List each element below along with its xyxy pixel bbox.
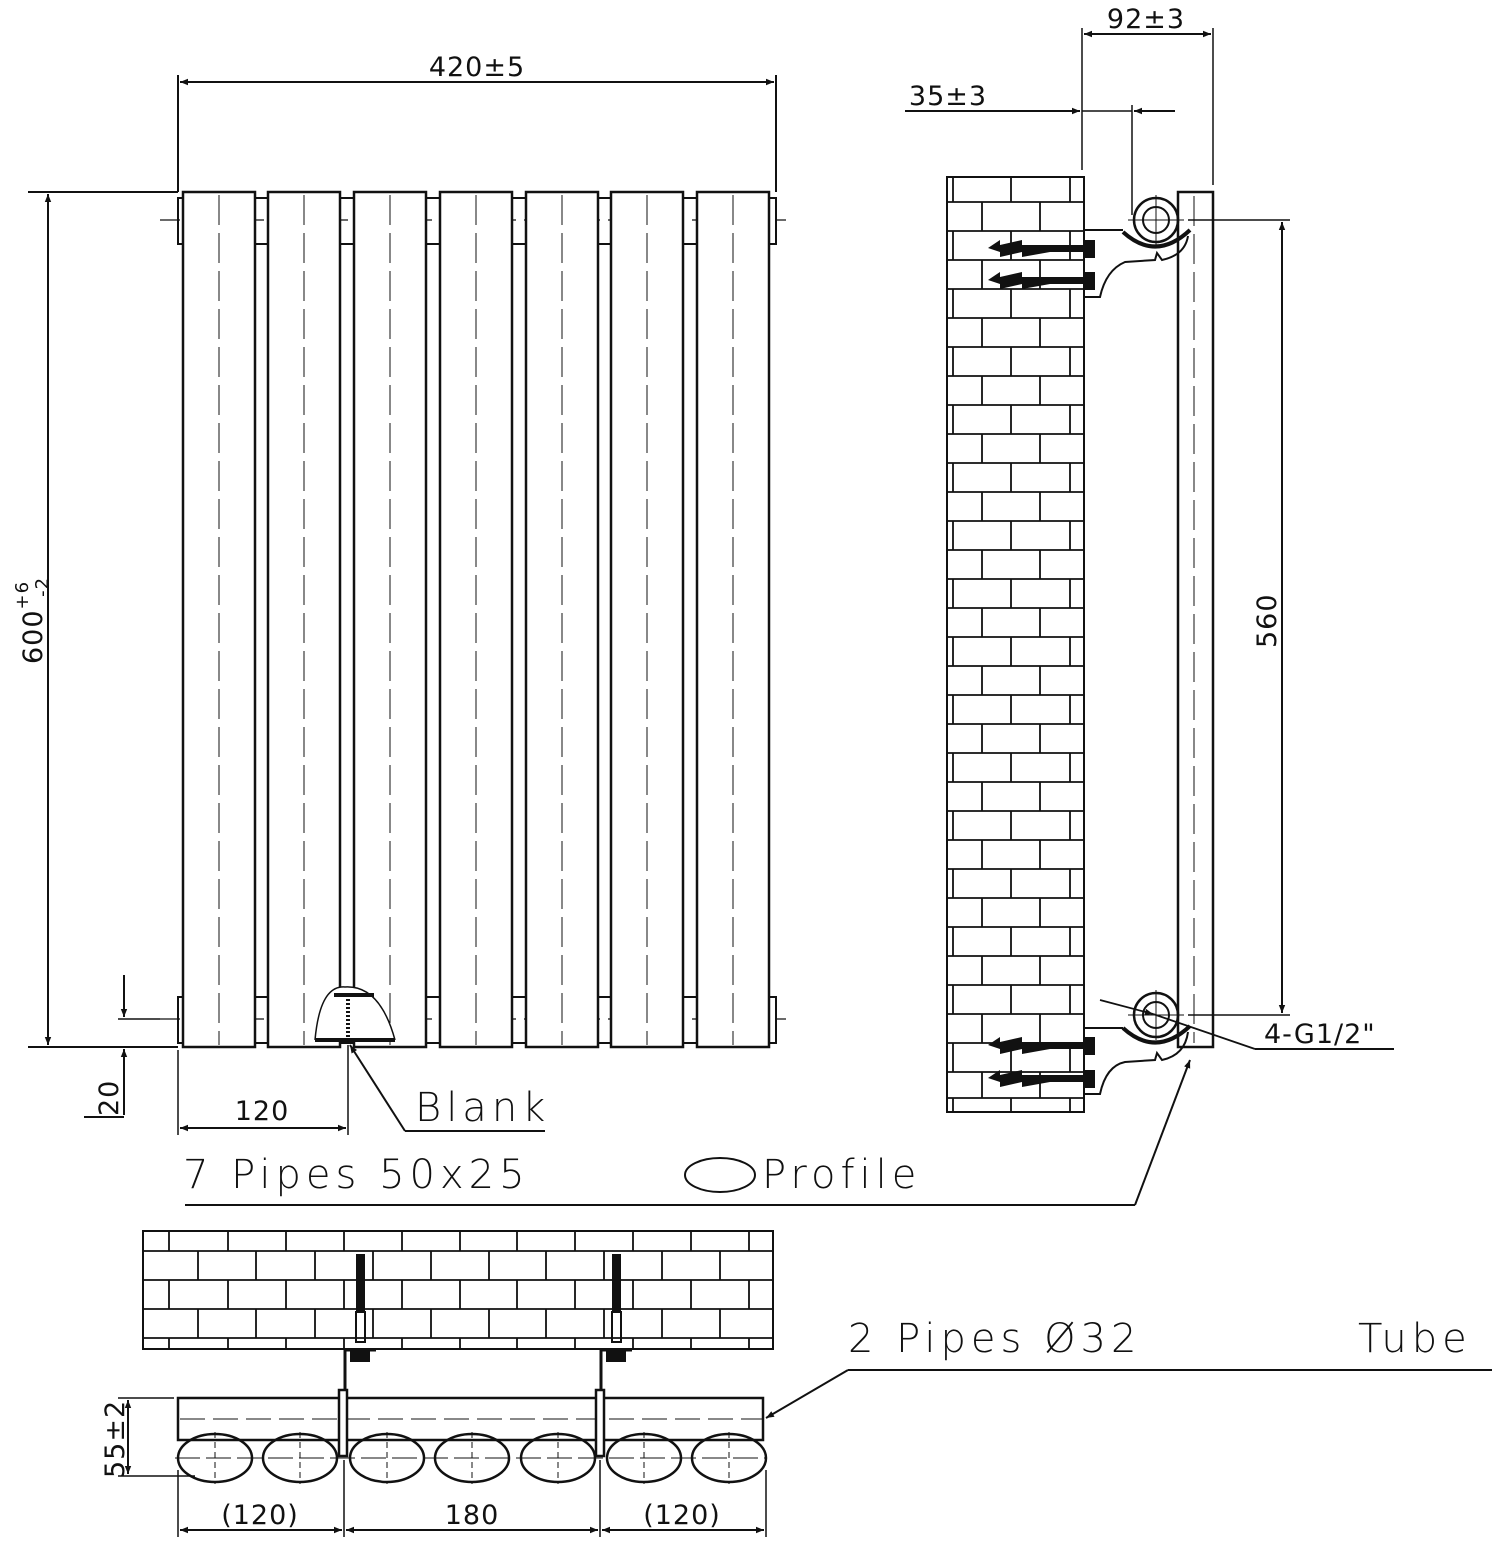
connection-leader: 4-G1/2" [1099,999,1394,1050]
centers-dimension: 560 [1188,219,1290,1016]
spacing-right-label: (120) [643,1500,721,1531]
tube-suffix-label: Tube [1358,1316,1472,1362]
profile-ellipse-icon [684,1157,756,1193]
side-view: 92±3 35±3 560 4-G1/2" [905,4,1394,1113]
top-view: 55±2 (120) 180 (120) 2 Pipes Ø32 Tube [100,1230,1492,1537]
top-horizontal-tube [176,1396,765,1442]
connection-label: 4-G1/2" [1264,1019,1376,1050]
tube-leader: 2 Pipes Ø32 Tube [765,1316,1492,1419]
height-dim-label: 600+6-2 [12,577,53,664]
spacing-left-label: (120) [221,1500,299,1531]
front-view: 420±5 600+6-2 [12,52,1191,1206]
bottom-offset-dimension: 20 [84,975,160,1118]
top-brick-wall [142,1230,774,1398]
blank-offset-dimension: 120 [177,1045,349,1135]
blank-cutaway [314,986,396,1042]
width-dimension: 420±5 [177,52,777,192]
profile-ellipses [175,1388,768,1484]
front-tubes [178,190,771,1049]
width-dim-label: 420±5 [429,52,525,83]
side-radiator-body [1176,190,1215,1049]
depth-dimension: 92±3 [1081,4,1214,185]
height-dimension: 600+6-2 [12,191,178,1048]
depth-dim-label: 92±3 [1107,4,1185,35]
blank-leader: Blank [349,1044,550,1132]
pipes-label-group: 7 Pipes 50x25 Profile [183,1059,1191,1206]
top-depth-dimension: 55±2 [100,1397,195,1478]
side-brick-wall [946,176,1085,1113]
top-bracket [988,195,1192,298]
blank-offset-label: 120 [235,1096,290,1127]
spacing-center-label: 180 [445,1500,500,1531]
pipes-label: 7 Pipes 50x25 [183,1152,530,1198]
bottom-offset-label: 20 [94,1080,125,1116]
wall-gap-dimension: 35±3 [905,81,1175,215]
tube-label: 2 Pipes Ø32 [848,1316,1141,1362]
top-depth-dim-label: 55±2 [100,1400,131,1478]
profile-label: Profile [762,1152,921,1198]
centers-dim-label: 560 [1252,593,1283,648]
spacing-dimensions: (120) 180 (120) [177,1460,767,1537]
bottom-bracket [988,990,1192,1095]
wall-gap-dim-label: 35±3 [909,81,987,112]
blank-label: Blank [415,1085,550,1131]
